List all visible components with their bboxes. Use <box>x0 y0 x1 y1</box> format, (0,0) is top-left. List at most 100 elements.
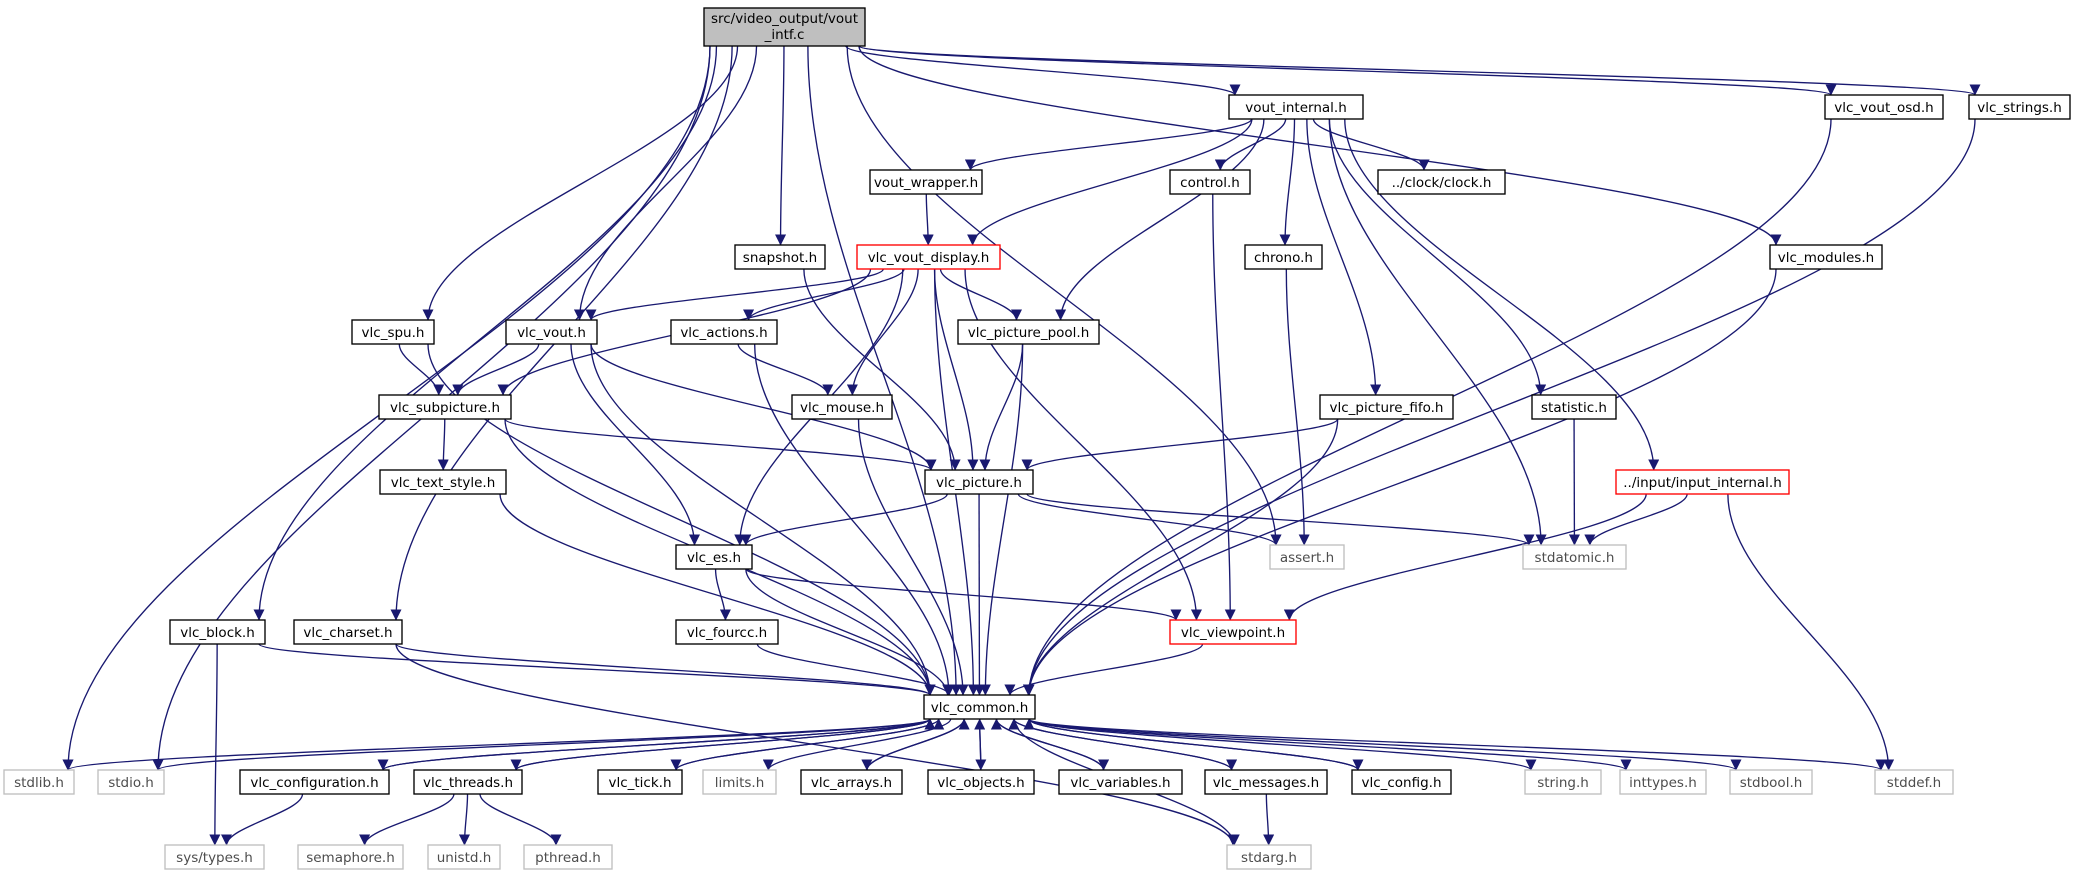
edge-vlc-common-to-inttypes <box>1028 718 1632 771</box>
edge-vlc-charset-to-vlc-common <box>395 643 936 696</box>
node-vlc-modules[interactable]: vlc_modules.h <box>1769 244 1883 270</box>
node-vlc-text-style[interactable]: vlc_text_style.h <box>379 469 507 495</box>
node-box <box>351 319 435 345</box>
edge-vlc-picture-to-vlc-es <box>740 493 948 546</box>
node-box <box>1522 544 1627 570</box>
node-vlc-arrays[interactable]: vlc_arrays.h <box>800 769 903 795</box>
node-label: stddef.h <box>1887 775 1941 791</box>
node-control[interactable]: control.h <box>1169 169 1251 195</box>
edge-root-to-snapshot <box>775 45 787 246</box>
node-inttypes[interactable]: inttypes.h <box>1619 769 1707 795</box>
edge-vout-internal-to-control <box>1214 118 1287 171</box>
node-vlc-subpicture[interactable]: vlc_subpicture.h <box>378 394 512 420</box>
node-vlc-mouse[interactable]: vlc_mouse.h <box>791 394 893 420</box>
node-box <box>1968 94 2071 120</box>
edge-vlc-variables-to-vlc-common <box>990 718 1105 771</box>
node-box <box>1874 769 1954 795</box>
node-label: vlc_strings.h <box>1977 100 2062 116</box>
node-box <box>923 694 1036 720</box>
node-chrono[interactable]: chrono.h <box>1244 244 1323 270</box>
node-label: vlc_spu.h <box>362 325 425 341</box>
node-label: vlc_picture_pool.h <box>968 325 1090 341</box>
node-vout-wrapper[interactable]: vout_wrapper.h <box>869 169 983 195</box>
node-vlc-charset[interactable]: vlc_charset.h <box>293 619 403 645</box>
edge-vlc-arrays-to-vlc-common <box>866 718 970 771</box>
node-stdatomic[interactable]: stdatomic.h <box>1522 544 1627 570</box>
node-label: vlc_common.h <box>931 700 1029 716</box>
node-box <box>957 319 1100 345</box>
node-stddef[interactable]: stddef.h <box>1874 769 1954 795</box>
node-label: stdatomic.h <box>1535 550 1615 566</box>
node-box <box>523 844 613 870</box>
node-assert[interactable]: assert.h <box>1269 544 1345 570</box>
node-label: stdio.h <box>108 775 154 791</box>
node-sys-types[interactable]: sys/types.h <box>164 844 265 870</box>
node-label: vout_internal.h <box>1245 100 1347 116</box>
edge-root-to-vlc-modules <box>858 45 1782 246</box>
node-input-internal[interactable]: ../input/input_internal.h <box>1615 469 1790 495</box>
node-label: statistic.h <box>1541 400 1607 416</box>
node-label: vlc_configuration.h <box>250 775 378 791</box>
node-box <box>856 244 1001 270</box>
node-box <box>1058 769 1183 795</box>
node-limits[interactable]: limits.h <box>702 769 777 795</box>
node-semaphore[interactable]: semaphore.h <box>297 844 404 870</box>
edge-vlc-spu-to-vlc-subpicture <box>398 343 445 396</box>
node-stdlib[interactable]: stdlib.h <box>3 769 75 795</box>
node-vlc-fourcc[interactable]: vlc_fourcc.h <box>675 619 779 645</box>
node-vlc-vout-osd[interactable]: vlc_vout_osd.h <box>1824 94 1944 120</box>
node-vlc-block[interactable]: vlc_block.h <box>169 619 266 645</box>
edge-vlc-charset-to-stdarg <box>395 643 1239 846</box>
node-label: stdarg.h <box>1241 850 1297 866</box>
node-vlc-messages[interactable]: vlc_messages.h <box>1204 769 1328 795</box>
node-unistd[interactable]: unistd.h <box>427 844 501 870</box>
node-box <box>169 619 266 645</box>
node-vlc-tick[interactable]: vlc_tick.h <box>597 769 683 795</box>
edge-vlc-picture-to-stdatomic <box>1026 493 1535 546</box>
node-vlc-vout-display[interactable]: vlc_vout_display.h <box>856 244 1001 270</box>
node-vlc-strings[interactable]: vlc_strings.h <box>1968 94 2071 120</box>
node-stdio[interactable]: stdio.h <box>97 769 165 795</box>
node-clock[interactable]: ../clock/clock.h <box>1377 169 1506 195</box>
node-pthread[interactable]: pthread.h <box>523 844 613 870</box>
edge-vout-internal-to-vout-wrapper <box>965 118 1253 171</box>
node-string[interactable]: string.h <box>1524 769 1602 795</box>
node-box <box>734 244 826 270</box>
node-vlc-picture[interactable]: vlc_picture.h <box>924 469 1034 495</box>
node-box <box>505 319 598 345</box>
node-vlc-objects[interactable]: vlc_objects.h <box>927 769 1035 795</box>
node-vlc-variables[interactable]: vlc_variables.h <box>1058 769 1183 795</box>
node-vlc-picture-pool[interactable]: vlc_picture_pool.h <box>957 319 1100 345</box>
node-vlc-es[interactable]: vlc_es.h <box>675 544 753 570</box>
node-label: ../input/input_internal.h <box>1623 475 1782 491</box>
node-label: vlc_vout_osd.h <box>1834 100 1933 116</box>
node-vlc-config[interactable]: vlc_config.h <box>1351 769 1452 795</box>
node-snapshot[interactable]: snapshot.h <box>734 244 826 270</box>
node-vout-internal[interactable]: vout_internal.h <box>1228 94 1364 120</box>
edge-vlc-es-to-vlc-common <box>745 568 954 696</box>
node-vlc-common[interactable]: vlc_common.h <box>923 694 1036 720</box>
node-vlc-actions[interactable]: vlc_actions.h <box>670 319 778 345</box>
node-stdarg[interactable]: stdarg.h <box>1226 844 1312 870</box>
node-box <box>427 844 501 870</box>
edge-snapshot-to-vlc-picture <box>803 268 961 471</box>
node-box <box>924 469 1034 495</box>
node-vlc-vout[interactable]: vlc_vout.h <box>505 319 598 345</box>
node-box <box>1531 394 1617 420</box>
node-box <box>1226 844 1312 870</box>
node-vlc-configuration[interactable]: vlc_configuration.h <box>239 769 390 795</box>
node-statistic[interactable]: statistic.h <box>1531 394 1617 420</box>
edge-vlc-vout-display-to-vlc-viewpoint <box>964 268 1202 621</box>
node-vlc-viewpoint[interactable]: vlc_viewpoint.h <box>1169 619 1297 645</box>
edge-root-to-vlc-block <box>253 45 718 621</box>
node-vlc-spu[interactable]: vlc_spu.h <box>351 319 435 345</box>
edge-vlc-messages-to-stdarg <box>1263 793 1275 846</box>
edge-input-internal-to-stddef <box>1727 493 1895 771</box>
node-vlc-threads[interactable]: vlc_threads.h <box>413 769 523 795</box>
edge-vlc-picture-fifo-to-vlc-common <box>1022 418 1339 696</box>
node-label: vlc_variables.h <box>1070 775 1170 791</box>
edge-vlc-actions-to-vlc-common <box>753 343 955 696</box>
node-vlc-picture-fifo[interactable]: vlc_picture_fifo.h <box>1319 394 1454 420</box>
node-stdbool[interactable]: stdbool.h <box>1729 769 1813 795</box>
edge-vout-internal-to-clock <box>1312 118 1430 171</box>
